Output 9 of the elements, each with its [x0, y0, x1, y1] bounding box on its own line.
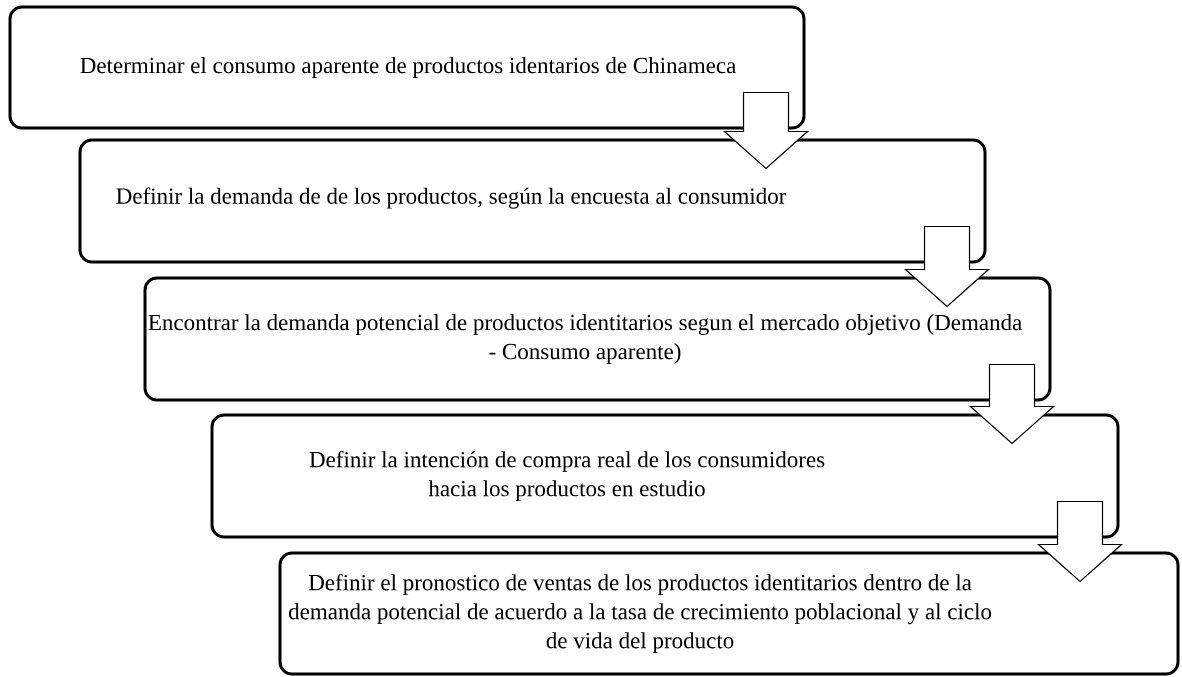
process-box: Definir la intención de compra real de los consumidores hacia los productos en estudio	[210, 413, 1120, 539]
process-box: Definir el pronostico de ventas de los productos identitarios dentro de la demanda potencial de acuerdo a la tasa de crecimiento poblacional y al ciclo de vida del producto	[278, 551, 1180, 676]
block-arrow	[903, 225, 991, 308]
block-arrow	[722, 91, 810, 170]
block-arrow	[1036, 500, 1124, 583]
block-arrow	[968, 363, 1056, 445]
process-box: Encontrar la demanda potencial de productos identitarios segun el mercado objetivo (Demanda - Consumo aparente)	[143, 276, 1052, 402]
process-box: Definir la demanda de de los productos, según la encuesta al consumidor	[78, 138, 987, 264]
process-box: Determinar el consumo aparente de productos identarios de Chinameca	[8, 5, 806, 130]
